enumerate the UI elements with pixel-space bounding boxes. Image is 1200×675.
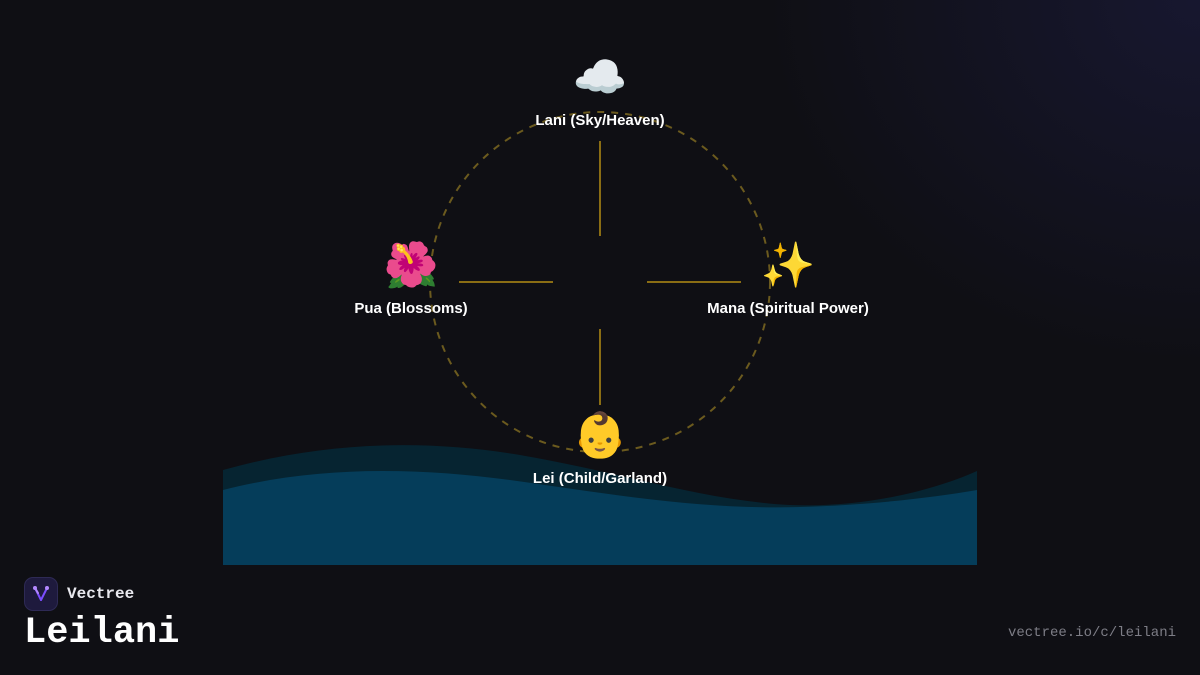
node-label: Lei (Child/Garland) <box>532 470 668 487</box>
page-url[interactable]: vectree.io/c/leilani <box>1007 625 1176 641</box>
vectree-logo-icon <box>24 577 58 611</box>
hibiscus-icon: 🌺 <box>383 240 439 291</box>
node-label: Pua (Blossoms) <box>354 300 468 317</box>
brand[interactable]: Vectree <box>24 577 134 611</box>
cloud-icon: ☁️ <box>572 52 628 103</box>
dashed-ring <box>429 111 771 453</box>
node-lani: ☁️ Lani (Sky/Heaven) <box>470 52 730 130</box>
baby-icon: 👶 <box>572 410 628 461</box>
brand-name: Vectree <box>67 585 135 603</box>
wave-front <box>223 470 977 565</box>
sparkles-icon: ✨ <box>760 240 816 291</box>
node-label: Mana (Spiritual Power) <box>707 300 869 317</box>
page-title: Leilani <box>24 612 180 654</box>
node-label: Lani (Sky/Heaven) <box>535 112 665 129</box>
node-pua: 🌺 Pua (Blossoms) <box>281 240 541 318</box>
node-mana: ✨ Mana (Spiritual Power) <box>658 240 918 318</box>
node-lei: 👶 Lei (Child/Garland) <box>470 410 730 488</box>
